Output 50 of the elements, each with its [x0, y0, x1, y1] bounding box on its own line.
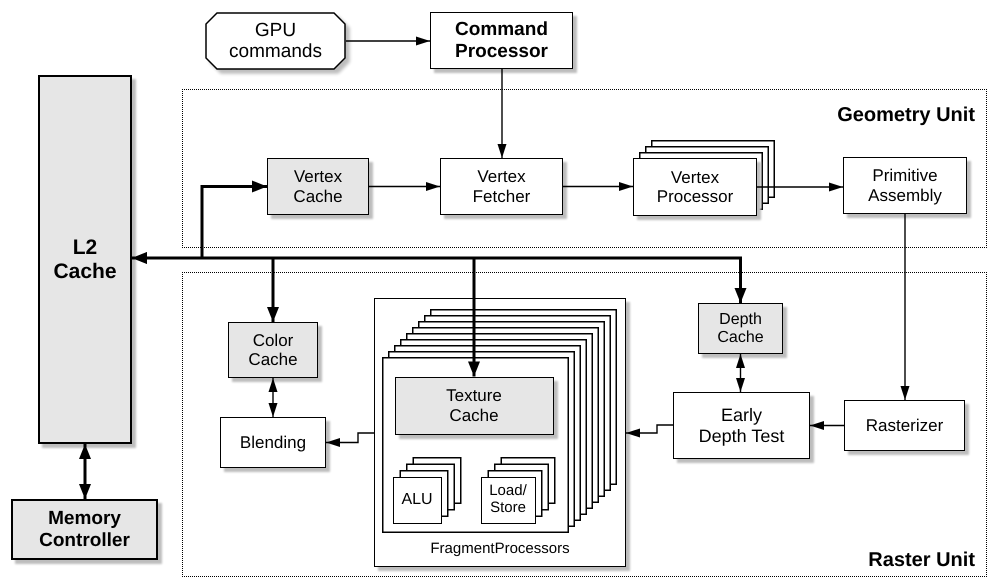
cache-box [38, 75, 132, 444]
double-arrow [268, 378, 278, 417]
process-box [673, 392, 810, 459]
cache-box [267, 158, 369, 215]
stacked-process-box [633, 158, 757, 216]
arrow [626, 424, 673, 438]
unit-region-frame [182, 89, 987, 248]
region-title: Geometry Unit [837, 104, 975, 126]
arrow [810, 421, 844, 430]
cache-box [228, 322, 318, 378]
cache-box [11, 499, 158, 560]
arrow [498, 69, 506, 158]
process-box [440, 158, 563, 215]
box-label: Primitive Assembly [867, 166, 943, 205]
box-label: ALU [401, 491, 433, 509]
arrow [346, 36, 430, 46]
command-source-octagon [205, 12, 346, 70]
process-box [843, 157, 967, 214]
double-arrow [736, 354, 745, 392]
cache-box [394, 376, 554, 434]
box-label: Vertex Processor [656, 168, 734, 206]
box-label: Vertex Fetcher [472, 167, 532, 206]
box-label: Color Cache [247, 330, 299, 370]
arrow [757, 182, 843, 192]
box-label: Blending [240, 432, 306, 452]
processor-array-box [374, 298, 626, 567]
box-label: GPU commands [228, 20, 323, 62]
box-label: Texture Cache [445, 386, 503, 425]
box-label: FragmentProcessors [430, 541, 570, 558]
box-label: Vertex Cache [292, 167, 344, 206]
unit-region-frame [182, 272, 987, 577]
process-box [220, 417, 326, 468]
box-label: Rasterizer [866, 416, 944, 436]
box-label: Early Depth Test [698, 405, 786, 446]
cache-box [698, 303, 783, 354]
process-box [430, 12, 573, 69]
arrow [326, 432, 374, 447]
region-title: Raster Unit [868, 548, 975, 571]
arrow [369, 182, 440, 191]
box-label: Depth Cache [716, 310, 765, 346]
box-label: Memory Controller [38, 508, 131, 551]
box-label: Command Processor [454, 19, 549, 62]
stacked-process-box [480, 476, 536, 524]
double-arrow [79, 444, 91, 499]
process-box [844, 400, 965, 451]
box-label: L2 Cache [52, 236, 118, 284]
box-label: Load/Store [488, 483, 528, 517]
arrow [563, 182, 633, 191]
stacked-process-box [392, 476, 442, 524]
arrow [900, 214, 910, 400]
